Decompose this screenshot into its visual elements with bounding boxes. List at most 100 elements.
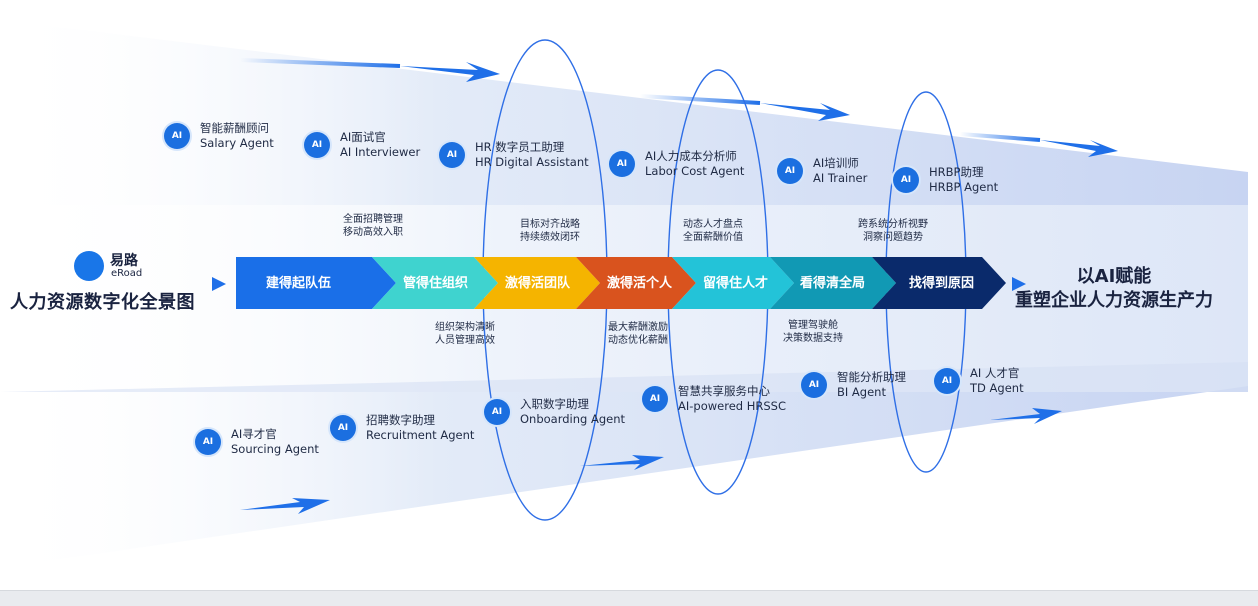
agent-en-name: AI Interviewer (340, 145, 421, 159)
ai-icon-label: AI (171, 131, 183, 141)
ai-icon-label: AI (446, 150, 458, 160)
ai-icon: AI (164, 123, 190, 149)
agent-en-name: Sourcing Agent (231, 442, 319, 456)
ai-icon-label: AI (808, 380, 820, 390)
agent-en-name: TD Agent (970, 381, 1024, 395)
ai-icon: AI (304, 132, 330, 158)
ai-icon: AI (642, 386, 668, 412)
right-title-line1: 以AI赋能 (1076, 266, 1152, 287)
end-play-marker (1012, 277, 1026, 291)
agent-text: AI 人才官 TD Agent (970, 366, 1024, 396)
agent-text: 入职数字助理 Onboarding Agent (520, 397, 625, 427)
flow-arrows-top (239, 58, 1118, 157)
note-line: 跨系统分析视野 (858, 219, 928, 230)
note-bottom-2: 最大薪酬激励 动态优化薪酬 (608, 321, 668, 347)
agent-en-name: Recruitment Agent (366, 428, 475, 442)
ai-icon: AI (195, 429, 221, 455)
agent-en-name: AI Trainer (813, 171, 868, 185)
agent-en-name: HR Digital Assistant (475, 155, 589, 169)
brand-english-name: eRoad (111, 268, 143, 279)
agent-en-name: HRBP Agent (929, 180, 999, 194)
stage-label-2: 管得住组织 (403, 276, 469, 291)
ai-icon: AI (777, 158, 803, 184)
agent-cn-name: 智能薪酬顾问 (200, 121, 269, 135)
agent-cn-name: AI 人才官 (970, 366, 1020, 380)
agent-text: 智能分析助理 BI Agent (837, 370, 906, 400)
ai-icon: AI (609, 151, 635, 177)
eroad-logo (74, 251, 104, 281)
agent-cn-name: 招聘数字助理 (366, 413, 435, 427)
page-title: 人力资源数字化全景图 (10, 292, 195, 313)
ai-icon-label: AI (337, 423, 349, 433)
agent-text: AI培训师 AI Trainer (813, 156, 867, 186)
note-top-4: 跨系统分析视野 洞察问题趋势 (858, 218, 928, 244)
stage-label-5: 留得住人才 (703, 276, 769, 291)
agent-cn-name: AI人力成本分析师 (645, 149, 737, 163)
agent-cn-name: 智慧共享服务中心 (678, 384, 770, 398)
stage-label-6: 看得清全局 (800, 276, 866, 291)
brand-name: 易路 (110, 253, 138, 269)
note-line: 动态优化薪酬 (608, 335, 668, 346)
agent-text: 智能薪酬顾问 Salary Agent (200, 121, 274, 151)
stage-chevron-6 (770, 257, 896, 309)
agent-text: 智慧共享服务中心 AI-powered HRSSC (678, 384, 786, 414)
ai-icon-label: AI (202, 437, 214, 447)
agent-cn-name: AI面试官 (340, 130, 386, 144)
ai-icon: AI (330, 415, 356, 441)
agent-text: AI人力成本分析师 Labor Cost Agent (645, 149, 744, 179)
agent-cn-name: AI培训师 (813, 156, 859, 170)
flow-arrows-bottom (240, 408, 1062, 514)
right-title-line2: 重塑企业人力资源生产力 (1015, 290, 1213, 311)
note-line: 决策数据支持 (783, 333, 843, 344)
agent-cn-name: 入职数字助理 (520, 397, 589, 411)
note-line: 持续绩效闭环 (520, 232, 580, 243)
stage-chevron-3 (474, 257, 600, 309)
top-band (0, 20, 1248, 205)
note-bottom-1: 组织架构清晰 人员管理高效 (435, 321, 495, 347)
agent-en-name: Labor Cost Agent (645, 164, 745, 178)
window-bottom-bar (0, 590, 1258, 606)
ai-icon-label: AI (941, 376, 953, 386)
stage-label-1: 建得起队伍 (266, 276, 332, 291)
note-line: 最大薪酬激励 (608, 322, 668, 333)
agent-cn-name: 智能分析助理 (837, 370, 906, 384)
agent-cn-name: HRBP助理 (929, 165, 984, 179)
stage-chevron-1 (236, 257, 396, 309)
agent-cn-name: HR 数字员工助理 (475, 140, 565, 154)
agent-en-name: BI Agent (837, 385, 886, 399)
start-play-marker (212, 277, 226, 291)
agent-en-name: AI-powered HRSSC (678, 399, 786, 413)
note-line: 移动高效入职 (343, 227, 403, 238)
note-line: 全面招聘管理 (343, 214, 403, 225)
ai-icon: AI (893, 167, 919, 193)
ai-icon-label: AI (491, 407, 503, 417)
note-top-2: 目标对齐战略 持续绩效闭环 (520, 218, 580, 244)
stage-label-4: 激得活个人 (607, 276, 673, 291)
stage-label-3: 激得活团队 (505, 276, 571, 291)
ai-icon: AI (934, 368, 960, 394)
note-line: 全面薪酬价值 (683, 232, 743, 243)
note-top-1: 全面招聘管理 移动高效入职 (343, 213, 403, 239)
stage-chevron-7 (872, 257, 1006, 309)
agent-text: AI面试官 AI Interviewer (340, 130, 420, 160)
agent-en-name: Onboarding Agent (520, 412, 626, 426)
agent-text: HRBP助理 HRBP Agent (929, 165, 998, 195)
ai-icon-label: AI (649, 394, 661, 404)
note-line: 洞察问题趋势 (863, 232, 923, 243)
stage-label-7: 找得到原因 (909, 276, 975, 291)
note-line: 组织架构清晰 (435, 322, 495, 333)
stage-chevron-4 (576, 257, 696, 309)
agent-text: HR 数字员工助理 HR Digital Assistant (475, 140, 589, 170)
ai-icon: AI (801, 372, 827, 398)
ai-icon-label: AI (311, 140, 323, 150)
agent-text: AI寻才官 Sourcing Agent (231, 427, 319, 457)
bottom-band (0, 386, 1248, 568)
ai-icon-label: AI (784, 166, 796, 176)
stage-chevron-2 (372, 257, 498, 309)
agent-text: 招聘数字助理 Recruitment Agent (366, 413, 474, 443)
ai-icon: AI (439, 142, 465, 168)
agent-en-name: Salary Agent (200, 136, 274, 150)
note-bottom-3: 管理驾驶舱 决策数据支持 (783, 319, 843, 345)
